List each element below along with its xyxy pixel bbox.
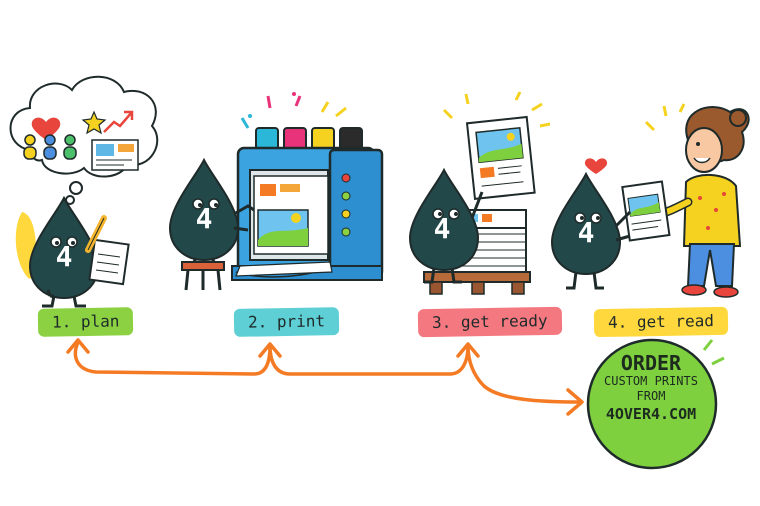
heart-icon bbox=[584, 158, 608, 174]
order-url-link[interactable]: 4OVER4.COM bbox=[605, 405, 697, 423]
flow-arrows bbox=[66, 338, 584, 416]
arrow-trunk bbox=[73, 340, 582, 404]
step-label-plan: 1. plan bbox=[37, 307, 134, 337]
layout-sheet-icon bbox=[91, 139, 139, 171]
order-title: ORDER bbox=[620, 351, 682, 375]
step-label-print: 2. print bbox=[233, 307, 340, 337]
notepad-icon bbox=[88, 238, 130, 286]
sparkle-icon bbox=[644, 103, 686, 132]
step4-read-illustration: 4 bbox=[551, 103, 750, 298]
mascot-glyph: 4 bbox=[578, 216, 595, 249]
reader-person-icon bbox=[653, 106, 750, 298]
arrow-head-order bbox=[566, 388, 584, 416]
people-icon bbox=[23, 134, 77, 160]
step1-plan-illustration: 4 bbox=[9, 75, 159, 308]
step3-ready-illustration: 4 bbox=[409, 91, 551, 295]
arrow-head-plan bbox=[66, 338, 90, 354]
pallet-icon bbox=[423, 271, 531, 295]
star-icon bbox=[81, 110, 107, 135]
mascot-legs-plan bbox=[42, 295, 86, 308]
arrow-head-print bbox=[258, 342, 282, 358]
trend-arrow-icon bbox=[103, 110, 134, 133]
badge-sparkle-icon bbox=[702, 339, 725, 366]
stool-icon bbox=[181, 261, 225, 291]
step-label-get-ready: 3. get ready bbox=[417, 306, 562, 338]
mascot-drop-read: 4 bbox=[551, 173, 632, 290]
order-badge-text[interactable]: ORDER CUSTOM PRINTS FROM 4OVER4.COM bbox=[588, 352, 714, 424]
order-line-2: FROM bbox=[636, 389, 666, 403]
mascot-glyph: 4 bbox=[196, 202, 213, 235]
step-label-get-read: 4. get read bbox=[593, 306, 729, 338]
pencil-icon bbox=[85, 215, 107, 253]
printing-press-icon bbox=[231, 146, 384, 281]
mascot-drop-print: 4 bbox=[169, 159, 255, 263]
heart-icon bbox=[31, 117, 61, 140]
mascot-drop-ready: 4 bbox=[409, 169, 484, 284]
order-badge[interactable] bbox=[586, 338, 725, 470]
mascot-glyph: 4 bbox=[434, 212, 451, 245]
mascot-glyph: 4 bbox=[56, 240, 73, 273]
order-line-1: CUSTOM PRINTS bbox=[604, 374, 698, 388]
step2-print-illustration: 4 bbox=[169, 92, 384, 291]
brochure-icon bbox=[621, 180, 671, 242]
brochure-icon bbox=[465, 115, 536, 200]
arrow-head-ready bbox=[456, 342, 480, 358]
sparkle-icon bbox=[442, 91, 551, 128]
